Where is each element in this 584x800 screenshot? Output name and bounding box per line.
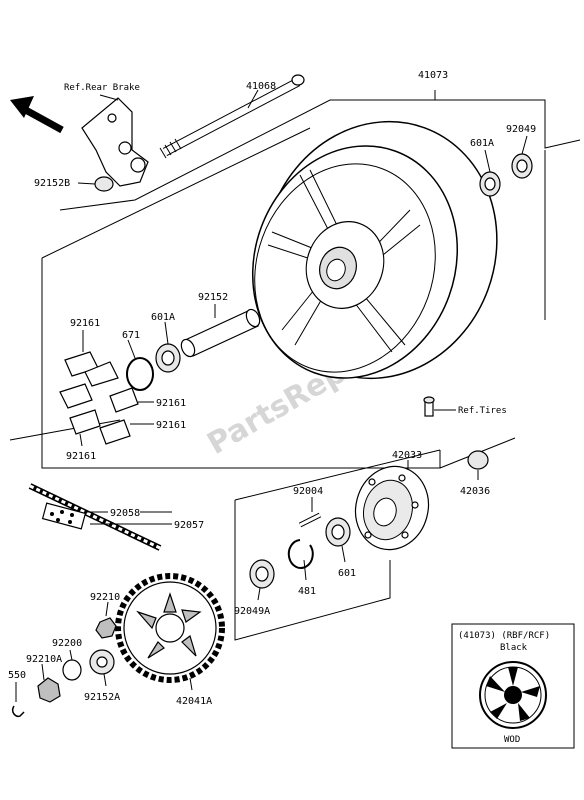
washer-92200 xyxy=(62,659,82,681)
label-92152: 92152 xyxy=(198,292,228,303)
label-92004: 92004 xyxy=(293,486,323,497)
label-41068: 41068 xyxy=(246,81,276,92)
label-550: 550 xyxy=(8,670,26,681)
label-671: 671 xyxy=(122,330,140,341)
collar-92152 xyxy=(180,308,261,358)
label-92210: 92210 xyxy=(90,592,120,603)
label-92210a: 92210A xyxy=(26,654,62,665)
label-92152a: 92152A xyxy=(84,692,120,703)
label-92161-a: 92161 xyxy=(70,318,100,329)
inset-footer: WOD xyxy=(504,735,520,745)
label-92049: 92049 xyxy=(506,124,536,135)
label-92058: 92058 xyxy=(110,508,140,519)
tire-valve xyxy=(423,396,435,417)
label-601: 601 xyxy=(338,568,356,579)
label-42033: 42033 xyxy=(392,450,422,461)
inset-color: Black xyxy=(500,643,528,653)
label-92057: 92057 xyxy=(174,520,204,531)
axle-41068 xyxy=(159,74,305,159)
damper-92161-group xyxy=(59,351,139,445)
label-92161-b: 92161 xyxy=(156,398,186,409)
inset-title: (41073) (RBF/RCF) xyxy=(458,631,550,641)
front-direction-arrow-icon xyxy=(10,96,64,134)
label-601a-mid: 601A xyxy=(151,312,175,323)
castle-nut-92210a xyxy=(37,677,61,703)
label-ref-rear-brake: Ref.Rear Brake xyxy=(64,83,140,93)
brake-bracket xyxy=(81,97,149,187)
label-481: 481 xyxy=(298,586,316,597)
coupling-hub-42033 xyxy=(354,465,430,551)
assembly-outline-side xyxy=(41,258,285,469)
label-92161-c: 92161 xyxy=(156,420,186,431)
circlip-481 xyxy=(287,539,314,569)
o-ring-671 xyxy=(126,357,154,391)
label-ref-tires: Ref.Tires xyxy=(458,406,507,416)
label-92152b: 92152B xyxy=(34,178,70,189)
label-601a-top: 601A xyxy=(470,138,494,149)
sprocket-42041a xyxy=(115,573,225,683)
label-92161-d: 92161 xyxy=(66,451,96,462)
cotter-pin-550 xyxy=(11,705,25,718)
collar-92152b xyxy=(94,176,114,192)
rear-wheel-rim xyxy=(251,120,498,380)
label-41073: 41073 xyxy=(418,70,448,81)
drive-chain xyxy=(28,483,162,551)
label-42041a: 42041A xyxy=(176,696,212,707)
label-42036: 42036 xyxy=(460,486,490,497)
label-92049a: 92049A xyxy=(234,606,270,617)
label-92200: 92200 xyxy=(52,638,82,649)
inset-wheel-icon xyxy=(479,661,547,729)
stud-92004 xyxy=(298,512,322,528)
nut-92210 xyxy=(95,617,117,639)
collar-42036 xyxy=(467,450,489,470)
